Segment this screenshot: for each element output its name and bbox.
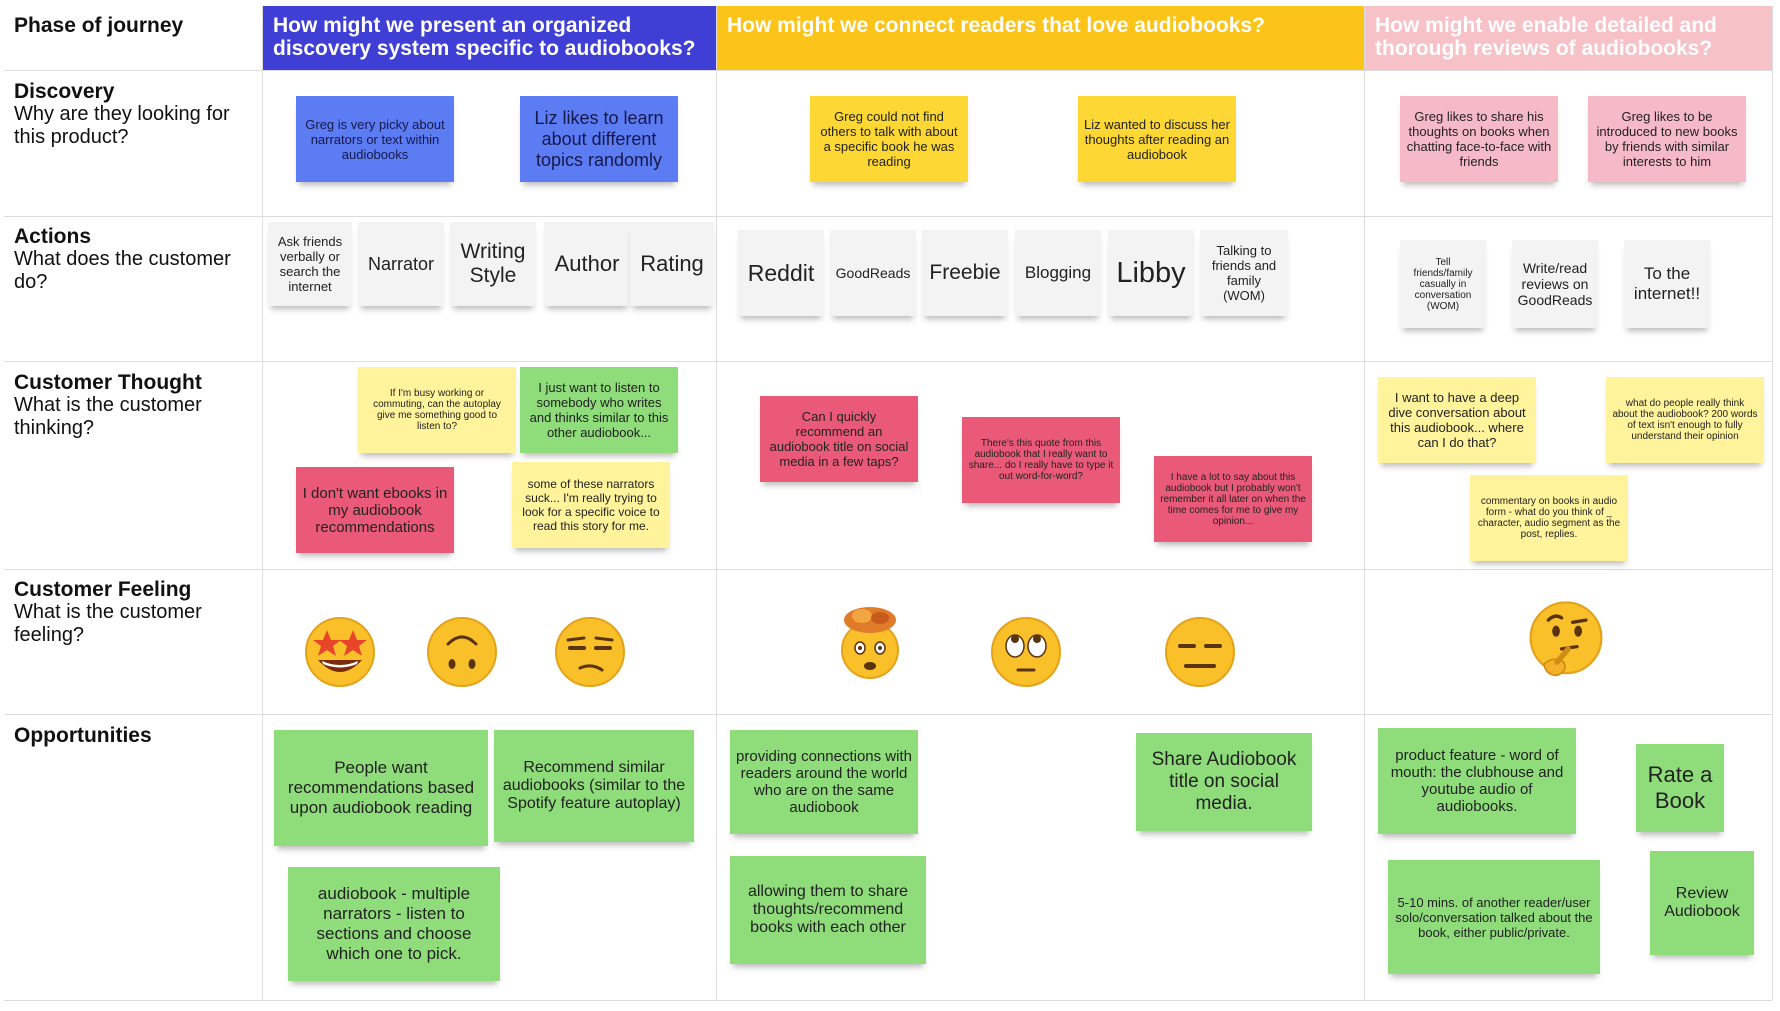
sticky-note[interactable]: I have a lot to say about this audiobook… [1154,456,1312,542]
sticky-note[interactable]: Greg could not find others to talk with … [810,96,968,182]
sticky-note[interactable]: Freebie [922,230,1008,316]
unamused-face-emoji-icon [555,617,625,687]
sticky-note[interactable]: Greg is very picky about narrators or te… [296,96,454,182]
sticky-note[interactable]: I just want to listen to somebody who wr… [520,367,678,453]
sticky-note[interactable]: audiobook - multiple narrators - listen … [288,867,500,981]
star-struck-emoji-icon [305,617,375,687]
sticky-note[interactable]: what do people really think about the au… [1606,377,1764,463]
sticky-note[interactable]: Author [544,222,630,306]
row-label-opportunities: Opportunities [14,724,152,747]
column-divider [716,6,717,1000]
sticky-note[interactable]: Liz likes to learn about different topic… [520,96,678,182]
sticky-note[interactable]: People want recommendations based upon a… [274,730,488,846]
sticky-note[interactable]: Talking to friends and family (WOM) [1200,230,1288,316]
sticky-note[interactable]: Greg likes to share his thoughts on book… [1400,96,1558,182]
eye-roll-emoji-icon [991,617,1061,687]
sticky-note[interactable]: product feature - word of mouth: the clu… [1378,728,1576,834]
sticky-note[interactable]: Write/read reviews on GoodReads [1512,240,1598,328]
row-divider [4,361,1772,362]
row-divider [4,1000,1772,1001]
exploding-head-emoji-icon [841,607,899,679]
sticky-note[interactable]: GoodReads [830,230,916,316]
sticky-note[interactable]: allowing them to share thoughts/recommen… [730,856,926,964]
row-divider [4,70,1772,71]
sticky-note[interactable]: I want to have a deep dive conversation … [1378,377,1536,463]
row-divider [4,216,1772,217]
column-divider [262,6,263,1000]
phase-label: Phase of journey [14,14,184,37]
sticky-note[interactable]: Writing Style [450,222,536,306]
sticky-note[interactable]: Ask friends verbally or search the inter… [268,222,352,306]
sticky-note[interactable]: Liz wanted to discuss her thoughts after… [1078,96,1236,182]
sticky-note[interactable]: commentary on books in audio form - what… [1470,475,1628,561]
sticky-note[interactable]: To the internet!! [1624,240,1710,328]
row-divider [4,569,1772,570]
column-header-discovery-system: How might we present an organized discov… [263,6,716,70]
sticky-note[interactable]: Narrator [358,222,444,306]
sticky-note[interactable]: Rate a Book [1636,744,1724,832]
sticky-note[interactable]: some of these narrators suck... I'm real… [512,462,670,548]
sticky-note[interactable]: providing connections with readers aroun… [730,730,918,834]
column-divider [1772,6,1773,1000]
column-divider [1364,6,1365,1000]
sticky-note[interactable]: Review Audiobook [1650,851,1754,955]
sticky-note[interactable]: There's this quote from this audiobook t… [962,417,1120,503]
sticky-note[interactable]: Greg likes to be introduced to new books… [1588,96,1746,182]
sticky-note[interactable]: Blogging [1015,230,1101,316]
sticky-note[interactable]: Rating [630,222,714,306]
sticky-note[interactable]: I don't want ebooks in my audiobook reco… [296,467,454,553]
sticky-note[interactable]: Can I quickly recommend an audiobook tit… [760,396,918,482]
thinking-face-emoji-icon [1529,601,1603,677]
sticky-note[interactable]: Reddit [738,230,824,316]
sticky-note[interactable]: If I'm busy working or commuting, can th… [358,367,516,453]
expressionless-face-emoji-icon [1165,617,1235,687]
row-divider [4,714,1772,715]
column-header-connect-readers: How might we connect readers that love a… [717,6,1364,70]
sticky-note[interactable]: Recommend similar audiobooks (similar to… [494,730,694,842]
sticky-note[interactable]: 5-10 mins. of another reader/user solo/c… [1388,860,1600,974]
column-header-reviews: How might we enable detailed and thoroug… [1365,6,1772,70]
sticky-note[interactable]: Libby [1108,230,1194,316]
sticky-note[interactable]: Tell friends/family casually in conversa… [1400,240,1486,328]
upside-down-face-emoji-icon [427,617,497,687]
sticky-note[interactable]: Share Audiobook title on social media. [1136,733,1312,831]
